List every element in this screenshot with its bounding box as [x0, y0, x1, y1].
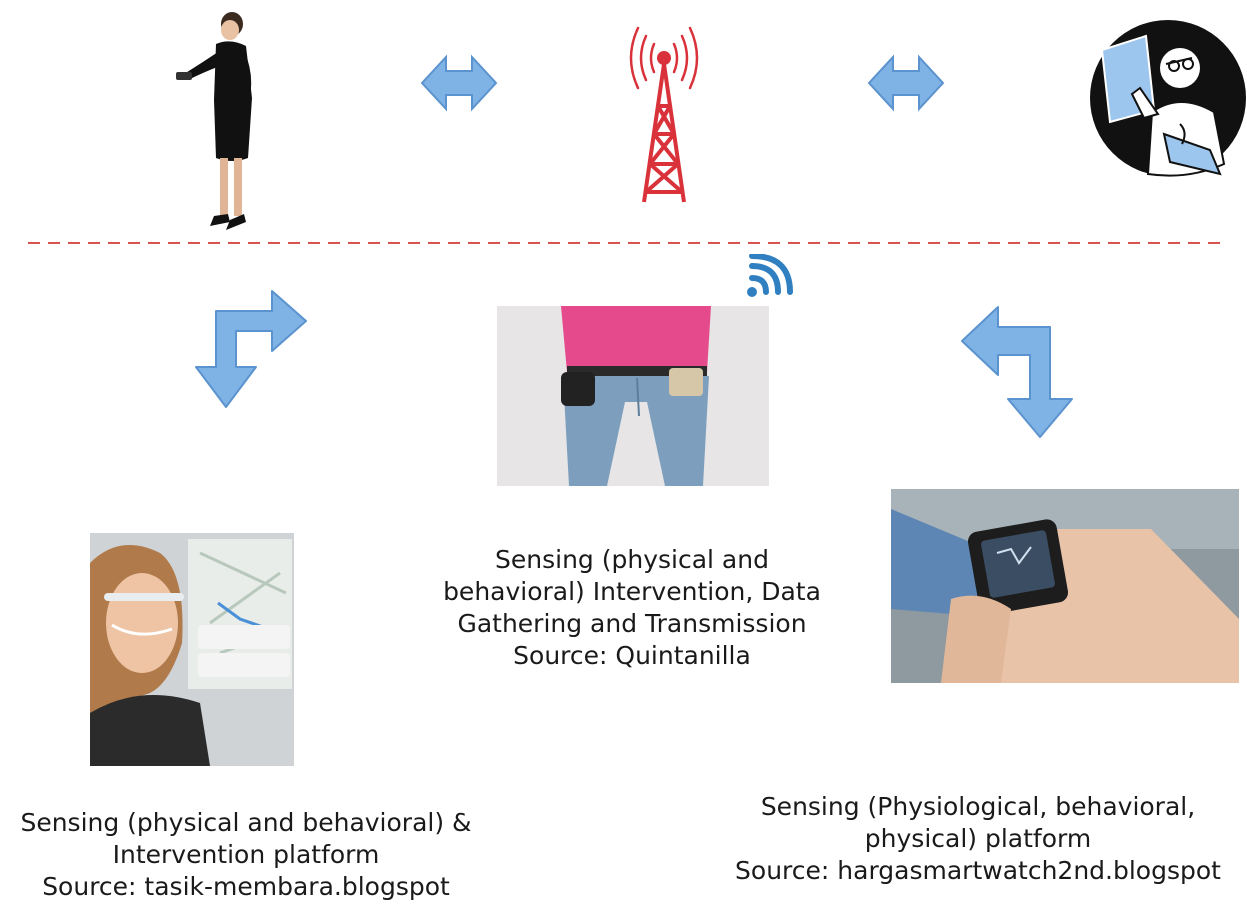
center-caption: Sensing (physical and behavioral) Interv… [412, 544, 852, 672]
doctor-icon [1090, 20, 1246, 177]
smart-glasses-photo [90, 533, 294, 766]
center-caption-source: Source: Quintanilla [513, 641, 751, 670]
left-caption-source: Source: tasik-membara.blogspot [42, 872, 450, 901]
center-caption-line: Sensing (physical and [495, 545, 769, 574]
right-caption-line: Sensing (Physiological, behavioral, [760, 792, 1196, 821]
center-caption-line: behavioral) Intervention, Data [443, 577, 821, 606]
right-caption: Sensing (Physiological, behavioral, phys… [712, 791, 1244, 887]
left-caption: Sensing (physical and behavioral) & Inte… [2, 807, 490, 903]
smartwatch-photo [891, 489, 1239, 683]
divider-line [28, 242, 1228, 244]
wifi-icon [747, 254, 793, 297]
woman-figure [176, 12, 252, 230]
center-caption-line: Gathering and Transmission [457, 609, 807, 638]
cell-tower-icon [629, 26, 699, 203]
bent-arrow-icon [195, 290, 307, 408]
right-caption-line: physical) platform [864, 824, 1092, 853]
right-caption-source: Source: hargasmartwatch2nd.blogspot [735, 856, 1221, 885]
bent-arrow-icon [961, 306, 1073, 438]
bidirectional-arrow-icon [867, 54, 945, 112]
jeans-phone-photo [497, 306, 769, 486]
bidirectional-arrow-icon [420, 54, 498, 112]
left-caption-line: Sensing (physical and behavioral) & [20, 808, 472, 837]
left-caption-line: Intervention platform [112, 840, 380, 869]
